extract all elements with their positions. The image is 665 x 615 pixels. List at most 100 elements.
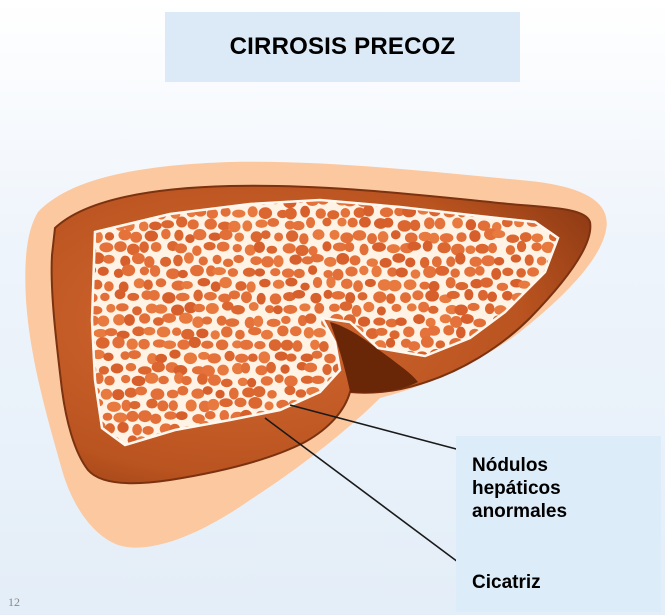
nodule <box>473 318 486 327</box>
nodule <box>408 341 420 351</box>
nodule <box>126 363 137 371</box>
nodule <box>313 277 322 288</box>
nodule <box>386 338 395 348</box>
nodule <box>167 390 179 399</box>
nodule <box>331 291 345 300</box>
nodule <box>261 330 273 340</box>
nodule <box>391 230 401 239</box>
nodule <box>259 207 272 219</box>
nodule <box>444 422 454 432</box>
nodule <box>313 229 325 240</box>
nodule <box>377 306 386 315</box>
nodule <box>477 389 487 399</box>
nodule <box>509 350 522 360</box>
nodule <box>534 400 547 411</box>
nodule <box>224 351 234 361</box>
nodule <box>116 303 129 311</box>
nodule <box>358 292 368 300</box>
nodule <box>138 339 149 350</box>
nodule <box>283 305 297 314</box>
nodule <box>445 376 456 387</box>
nodule <box>326 276 335 288</box>
nodule <box>465 245 475 254</box>
nodule <box>234 398 246 407</box>
nodule <box>155 354 167 363</box>
nodule <box>516 412 527 421</box>
nodule <box>528 363 540 373</box>
nodule <box>202 316 212 324</box>
nodule <box>496 373 506 383</box>
nodule <box>249 302 259 311</box>
nodule <box>439 410 450 420</box>
nodule <box>541 412 554 423</box>
nodule <box>118 230 131 241</box>
nodule <box>485 303 495 314</box>
nodule <box>192 316 203 328</box>
nodule <box>215 390 224 399</box>
nodule <box>400 437 410 449</box>
nodule <box>208 375 221 386</box>
nodule <box>181 376 192 385</box>
nodule <box>435 266 449 276</box>
nodule <box>337 218 346 227</box>
nodule <box>475 414 485 425</box>
nodule <box>515 341 528 349</box>
nodule <box>525 254 534 265</box>
nodule <box>538 376 548 387</box>
nodule <box>440 314 451 323</box>
nodule <box>363 205 374 217</box>
nodule <box>432 256 442 267</box>
nodule <box>132 376 146 386</box>
nodule <box>238 378 248 387</box>
nodule <box>532 422 545 430</box>
nodule <box>113 413 127 423</box>
nodule <box>96 337 110 349</box>
nodule <box>392 304 402 312</box>
nodule <box>228 268 238 277</box>
nodule <box>494 425 504 433</box>
nodule <box>438 386 449 394</box>
nodule <box>427 326 440 336</box>
nodule <box>507 378 518 386</box>
nodule <box>248 354 258 362</box>
nodule <box>176 293 190 301</box>
nodule <box>503 390 513 399</box>
nodule <box>140 267 149 276</box>
nodule <box>543 352 556 363</box>
nodule <box>457 398 467 409</box>
nodule <box>539 388 553 397</box>
nodule <box>161 229 170 240</box>
nodule <box>529 410 540 422</box>
nodule <box>345 267 357 277</box>
nodule <box>240 340 253 350</box>
nodule <box>122 264 135 276</box>
nodule <box>139 241 149 252</box>
nodule <box>380 207 393 217</box>
nodule <box>322 241 331 251</box>
nodule <box>522 398 533 406</box>
nodule <box>177 340 190 350</box>
nodule <box>255 268 265 276</box>
nodule <box>410 413 421 424</box>
nodule <box>251 231 263 242</box>
nodule <box>329 304 340 312</box>
nodule <box>373 291 386 303</box>
nodule <box>235 330 245 340</box>
nodule <box>261 256 274 267</box>
nodule <box>485 389 498 399</box>
nodule <box>475 266 485 276</box>
nodule <box>158 376 169 385</box>
nodule <box>112 337 124 349</box>
nodule <box>427 389 437 398</box>
nodule <box>248 327 261 335</box>
nodule <box>160 257 171 267</box>
nodule <box>514 363 526 372</box>
nodule <box>330 230 340 240</box>
nodule <box>221 379 233 388</box>
nodule <box>139 221 149 231</box>
nodule <box>437 242 450 253</box>
nodule <box>537 256 547 265</box>
nodule <box>340 232 353 243</box>
nodule <box>523 352 533 362</box>
